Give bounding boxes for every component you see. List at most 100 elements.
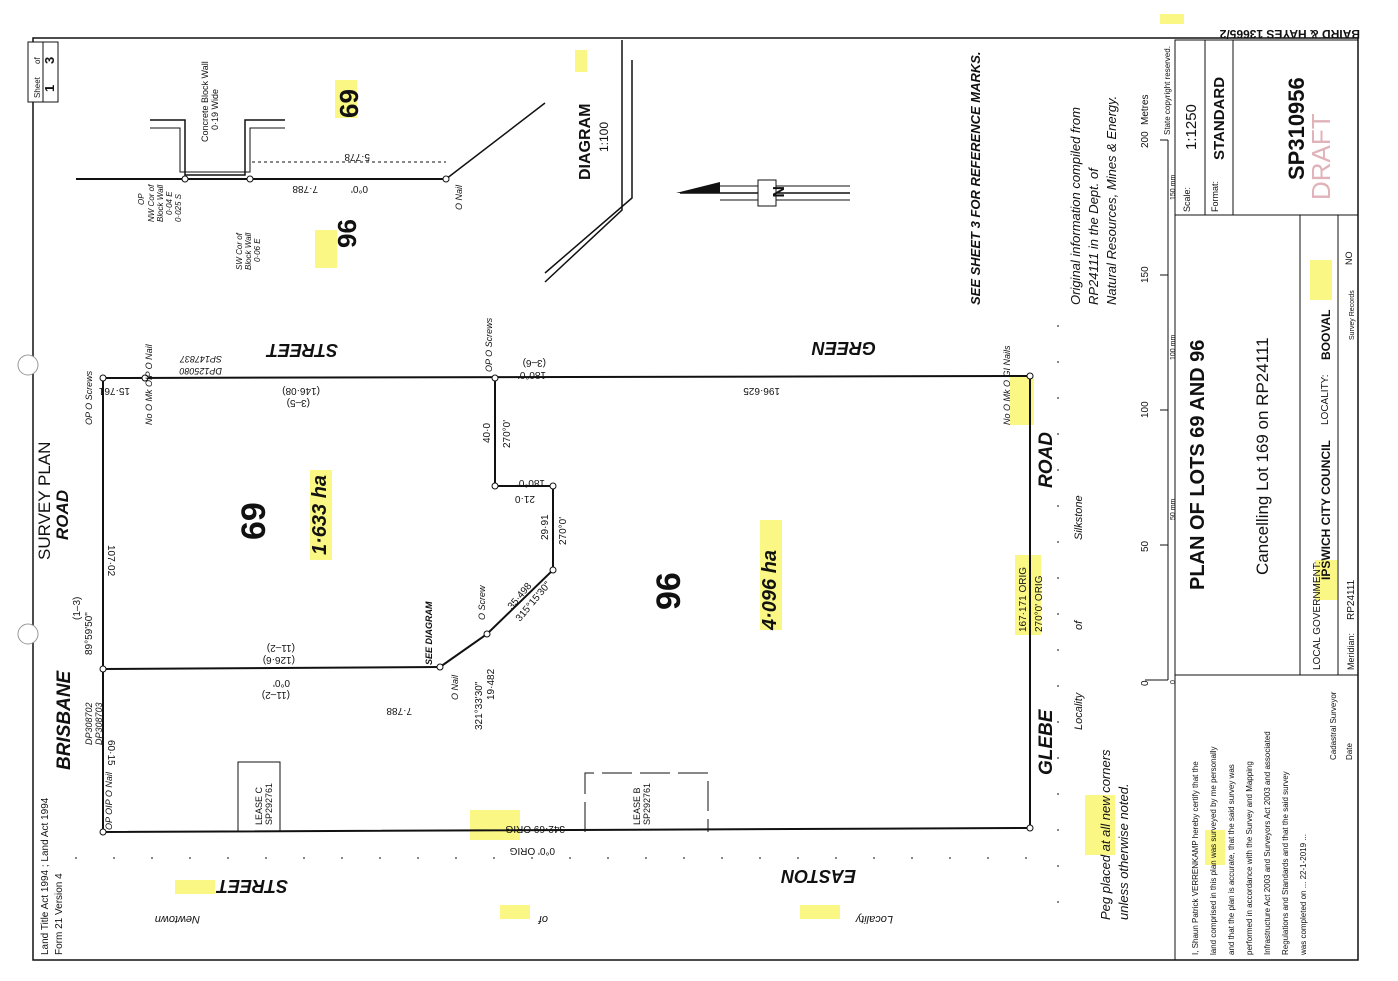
dim-orig-right: 167·171 ORIG: [1018, 567, 1029, 632]
street-top-label: STREET: [265, 340, 338, 360]
page-border: [32, 37, 1359, 961]
mark-6: No O Mk O GI Nails: [1002, 345, 1012, 425]
local-gov-label: LOCAL GOVERNMENT:: [1312, 561, 1323, 670]
lease-b-1: LEASE B: [632, 787, 642, 825]
scale-label: Scale:: [1182, 187, 1192, 212]
plan-ref-top-2: DP125080: [179, 366, 222, 376]
dim-orig-bottom-b: 0°0' ORIG: [509, 845, 555, 856]
sw-cor-2: Block Wall: [244, 233, 253, 270]
sw-cor-3: 0·06 E: [253, 238, 262, 262]
diagram-wall-2: 0·19 Wide: [210, 89, 220, 130]
draft-stamp: DRAFT: [1306, 113, 1336, 200]
diagram-lot-69: 69: [334, 89, 364, 118]
nw-cor-2: NW Cor of: [147, 184, 156, 222]
mm-tick-100: 100 mm: [1170, 335, 1177, 360]
corner-points: [99, 372, 1034, 836]
sheet-number: 1: [42, 85, 57, 92]
certificate: I, Shaun Patrick VERRENKAMP hereby certi…: [1191, 691, 1354, 956]
dim-mid-b: 0°0': [273, 677, 290, 688]
lease-b-2: SP292761: [642, 783, 652, 825]
cert-line-4: performed in accordance with the Survey …: [1245, 761, 1254, 955]
mark-11: O Nail: [450, 674, 460, 700]
parcel-boundaries: [102, 374, 1031, 834]
street-bottom-label: STREET: [215, 876, 288, 896]
plan-ref-left-1: DP308702: [84, 702, 94, 745]
dim-top-mid2: (3–5): [287, 397, 310, 408]
firm-reference: BAIRD & HAYES 13665/2: [1219, 27, 1360, 41]
diagram-d1: 5·778: [344, 151, 370, 162]
locality-label-1: Locality: [854, 913, 893, 925]
locality-label-2: Locality: [1073, 691, 1085, 730]
sheet-label: Sheet: [33, 76, 42, 98]
dim-mid-horiz2: (11–2): [267, 642, 295, 653]
diagram-lot-96: 96: [332, 219, 362, 248]
dim-small: 7·788: [386, 705, 412, 716]
diagram-inset: 69 96 DIAGRAM 1:100 Concrete Block Wall …: [76, 40, 633, 283]
dim-10-11: 19·482: [486, 668, 497, 700]
silkstone-label: Silkstone: [1073, 495, 1085, 540]
road-label-left: ROAD: [53, 490, 72, 540]
sheet-total: 3: [42, 57, 57, 64]
see-diagram-label: SEE DIAGRAM: [424, 601, 434, 665]
survey-plan-title: SURVEY PLAN: [35, 442, 54, 560]
sheet-of-label: of: [33, 57, 42, 64]
title-block: [1174, 39, 1359, 961]
cert-line-5: Infrastructure Act 2003 and Surveyors Ac…: [1263, 731, 1272, 955]
lease-areas: [237, 761, 709, 832]
dim-8-9: 29·91: [540, 514, 551, 540]
dim-top-left: 15·761: [98, 385, 130, 396]
north-arrow: N: [676, 179, 850, 207]
brisbane-road-label: BRISBANE: [54, 669, 75, 770]
sw-cor-1: SW Cor of: [235, 232, 244, 270]
format-label: Format:: [1210, 181, 1220, 212]
scale-unit: Metres: [1140, 94, 1151, 125]
of-label-1: of: [538, 913, 548, 925]
form-note-1: Land Title Act 1994 ; Land Act 1994: [40, 797, 51, 955]
easton-label: EASTON: [780, 866, 856, 886]
bearing-10-11: 321°33'30": [474, 681, 485, 730]
diagram-bearing: 0°0': [351, 183, 368, 194]
bearing-8-9: 270°0': [558, 517, 569, 545]
lot-69-number: 69: [235, 502, 273, 540]
scale-tick-150: 150: [1140, 266, 1151, 283]
form-note-2: Form 21 Version 4: [54, 873, 65, 955]
lease-c-2: SP292761: [264, 783, 274, 825]
survey-records-label: Survey Records: [1349, 290, 1356, 340]
north-letter: N: [769, 186, 786, 198]
cert-line-6: Regulations and Standards and that the s…: [1281, 771, 1290, 955]
dim-orig-bottom: 342·69 ORIG: [505, 823, 565, 834]
dim-top-long: 196·625: [743, 385, 780, 396]
cert-line-2: land comprised in this plan was surveyed…: [1209, 746, 1218, 955]
plan-title: PLAN OF LOTS 69 AND 96: [1187, 340, 1209, 590]
mm-tick-150: 150 mm: [1170, 175, 1177, 200]
locality-value: BOOVAL: [1319, 310, 1333, 360]
road-right-label: ROAD: [1036, 432, 1057, 488]
peg-note-2: unless otherwise noted.: [1116, 783, 1131, 920]
dim-mid-horiz: (126·6): [263, 654, 295, 665]
original-info-1: Original information compiled from: [1068, 107, 1083, 305]
nw-cor-1: OP: [137, 193, 146, 205]
sheet-box: Sheet 1 of 3: [27, 41, 59, 103]
cert-date: Date: [1345, 743, 1354, 760]
cert-signatory: Cadastral Surveyor: [1329, 691, 1338, 760]
cert-line-3: and that the plan is accurate, that the …: [1227, 764, 1236, 955]
lot-69-area: 1·633 ha: [309, 475, 331, 555]
mark-5: OP O Screws: [484, 317, 494, 372]
scale-bar: 0 50 100 150 200 Metres 0 50 mm 100 mm 1…: [1140, 94, 1177, 686]
dim-bearing-left2: (1–3): [72, 597, 83, 620]
peg-note-1: Peg placed at all new corners: [1098, 749, 1113, 920]
punch-hole: [17, 623, 39, 645]
cancelling-line: Cancelling Lot 169 on RP24111: [1253, 337, 1272, 575]
copyright: State copyright reserved.: [1163, 46, 1172, 135]
newtown-label: Newtown: [155, 913, 200, 925]
of-label-2: of: [1073, 620, 1085, 630]
scale-tick-200: 200: [1140, 131, 1151, 148]
diagram-d2: 7·788: [292, 183, 318, 194]
cert-line-7: was completed on ... 22-1-2019 ...: [1299, 834, 1308, 956]
nw-cor-5: 0·025 S: [174, 193, 183, 222]
scale-tick-0: 0: [1140, 680, 1151, 686]
format-value: STANDARD: [1211, 77, 1228, 160]
original-info-3: Natural Resources, Mines & Energy.: [1104, 96, 1119, 305]
nw-cor-3: Block Wall: [156, 185, 165, 222]
